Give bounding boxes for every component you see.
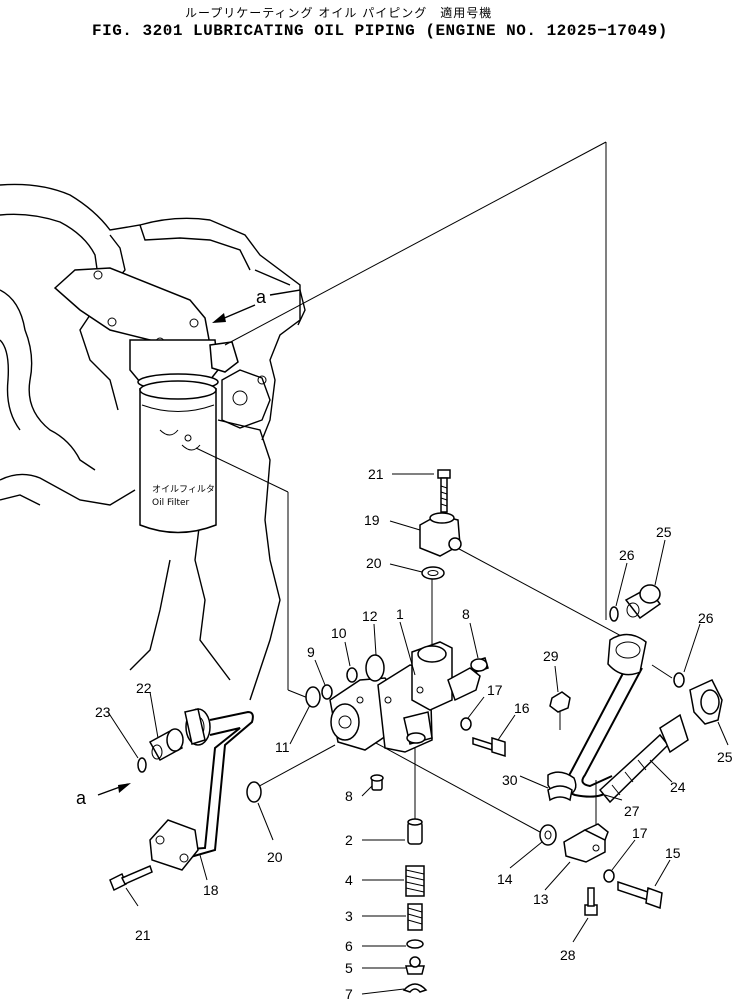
callout-3: 3 <box>345 908 353 924</box>
callout-2: 2 <box>345 832 353 848</box>
bolt-15 <box>617 880 663 910</box>
washer-17-upper <box>460 717 472 731</box>
callout-1: 1 <box>396 606 404 622</box>
elbow-25-right <box>689 679 723 725</box>
o-ring-23 <box>137 757 147 773</box>
plug-8-upper <box>470 657 489 673</box>
filter-label-jp: オイルフィルタ <box>152 484 215 495</box>
view-ref-a-top: a <box>256 287 267 307</box>
pipe-18 <box>149 708 254 871</box>
fitting-25-top <box>624 584 662 620</box>
valve-internals <box>402 818 428 993</box>
callout-18: 18 <box>203 882 219 898</box>
nut-29 <box>549 691 571 713</box>
arrow-a-top: a <box>212 287 267 323</box>
callout-17-upper: 17 <box>487 682 503 698</box>
view-ref-a-left: a <box>76 788 87 808</box>
callout-numbers: 1 2 3 4 5 6 7 8 8 9 10 11 12 13 14 15 16… <box>95 466 733 1001</box>
bolt-21-left <box>109 864 153 892</box>
plug-8-lower <box>370 774 384 791</box>
callout-30: 30 <box>502 772 518 788</box>
title-japanese: ループリケーティング オイル パイピング 適用号機 <box>185 6 493 20</box>
figure-title: FIG. 3201 LUBRICATING OIL PIPING (ENGINE… <box>92 22 668 40</box>
o-ring-26-right <box>673 672 685 688</box>
callout-20-top: 20 <box>366 555 382 571</box>
arrow-a-left: a <box>76 783 131 808</box>
bolt-28 <box>584 887 598 916</box>
callout-27: 27 <box>624 803 640 819</box>
callout-19: 19 <box>364 512 380 528</box>
figure-header: ループリケーティング オイル パイピング 適用号機 FIG. 3201 LUBR… <box>0 0 739 54</box>
clip-30 <box>547 785 573 802</box>
callout-20-left: 20 <box>267 849 283 865</box>
filter-head-bracket <box>53 267 239 391</box>
callout-8-lower: 8 <box>345 788 353 804</box>
callout-21-top: 21 <box>368 466 384 482</box>
callout-26-top: 26 <box>619 547 635 563</box>
oil-filter-cartridge: オイルフィルタ Oil Filter <box>139 380 217 534</box>
callout-24: 24 <box>670 779 686 795</box>
callout-25-top: 25 <box>656 524 672 540</box>
fitting-22 <box>148 728 184 762</box>
callout-16: 16 <box>514 700 530 716</box>
bolt-16 <box>472 736 506 758</box>
bolt-21-top <box>437 469 451 513</box>
callout-29: 29 <box>543 648 559 664</box>
callout-15: 15 <box>665 845 681 861</box>
valve-body-1 <box>329 641 481 753</box>
callout-13: 13 <box>533 891 549 907</box>
callout-10: 10 <box>331 625 347 641</box>
washer-20-left <box>246 781 262 803</box>
callout-14: 14 <box>497 871 513 887</box>
callout-7: 7 <box>345 986 353 1001</box>
callout-leaders <box>107 473 729 995</box>
callout-9: 9 <box>307 644 315 660</box>
callout-21-left: 21 <box>135 927 151 943</box>
callout-5: 5 <box>345 960 353 976</box>
filter-label-en: Oil Filter <box>152 498 190 508</box>
hose-24 <box>598 713 689 804</box>
washer-20-top <box>421 566 445 580</box>
callout-11: 11 <box>275 739 290 755</box>
callout-4: 4 <box>345 872 353 888</box>
washer-17-lower <box>603 869 615 883</box>
callout-12: 12 <box>362 608 378 624</box>
callout-17-lower: 17 <box>632 825 648 841</box>
callout-8-upper: 8 <box>462 606 470 622</box>
callout-6: 6 <box>345 938 353 954</box>
callout-23: 23 <box>95 704 111 720</box>
callout-28: 28 <box>560 947 576 963</box>
engine-block <box>0 183 306 701</box>
banjo-fitting-19 <box>419 512 462 557</box>
o-rings-9-12 <box>305 654 385 708</box>
bracket-13 <box>563 823 609 863</box>
o-ring-26-top <box>609 606 619 622</box>
callout-25-right: 25 <box>717 749 733 765</box>
callout-26-right: 26 <box>698 610 714 626</box>
spacer-14 <box>539 824 557 846</box>
callout-22: 22 <box>136 680 152 696</box>
